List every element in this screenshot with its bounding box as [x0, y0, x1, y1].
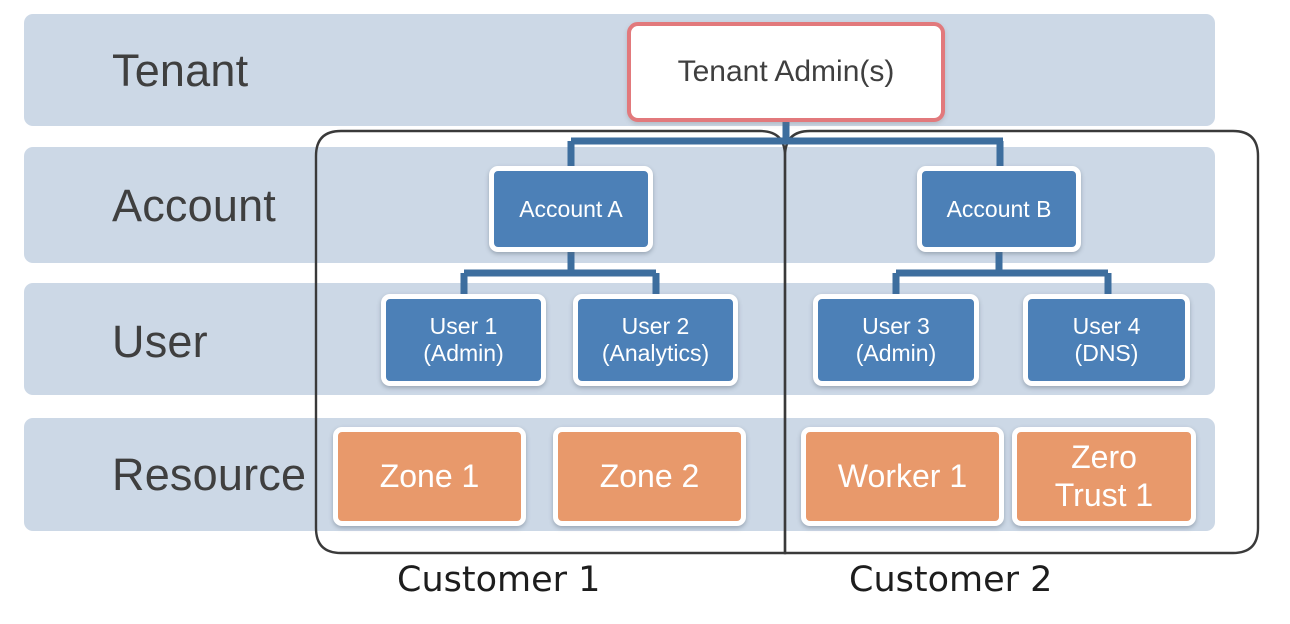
node-user-2-label: User 2 (Analytics) [601, 313, 710, 366]
node-user-3-label: User 3 (Admin) [855, 313, 937, 366]
node-resource-zone-2-label: Zone 2 [599, 457, 700, 494]
node-resource-worker-1[interactable]: Worker 1 [801, 427, 1004, 526]
node-resource-worker-1-label: Worker 1 [837, 457, 968, 494]
tier-label-user: User [112, 316, 208, 367]
tier-label-tenant: Tenant [112, 45, 249, 96]
node-resource-zero-trust-1-label: Zero Trust 1 [1054, 439, 1154, 513]
node-account-a[interactable]: Account A [489, 166, 653, 252]
node-account-b[interactable]: Account B [917, 166, 1081, 252]
node-resource-zone-1-label: Zone 1 [379, 457, 480, 494]
node-resource-zone-1[interactable]: Zone 1 [333, 427, 526, 526]
node-user-3[interactable]: User 3 (Admin) [813, 294, 979, 386]
customer2-caption: Customer 2 [849, 560, 1053, 600]
node-user-1-label: User 1 (Admin) [423, 313, 504, 366]
tier-label-account: Account [112, 180, 276, 231]
node-tenant-admin[interactable]: Tenant Admin(s) [627, 22, 945, 122]
node-account-a-label: Account A [519, 195, 623, 222]
customer1-caption: Customer 1 [397, 560, 601, 600]
node-resource-zone-2[interactable]: Zone 2 [553, 427, 746, 526]
node-resource-zero-trust-1[interactable]: Zero Trust 1 [1012, 427, 1196, 526]
node-user-4[interactable]: User 4 (DNS) [1023, 294, 1190, 386]
node-user-2[interactable]: User 2 (Analytics) [573, 294, 738, 386]
tier-band-tenant [24, 14, 1215, 126]
node-tenant-admin-label: Tenant Admin(s) [677, 54, 895, 88]
node-user-4-label: User 4 (DNS) [1072, 313, 1141, 366]
tier-label-resource: Resource [112, 449, 307, 500]
node-account-b-label: Account B [946, 195, 1052, 222]
node-user-1[interactable]: User 1 (Admin) [381, 294, 546, 386]
